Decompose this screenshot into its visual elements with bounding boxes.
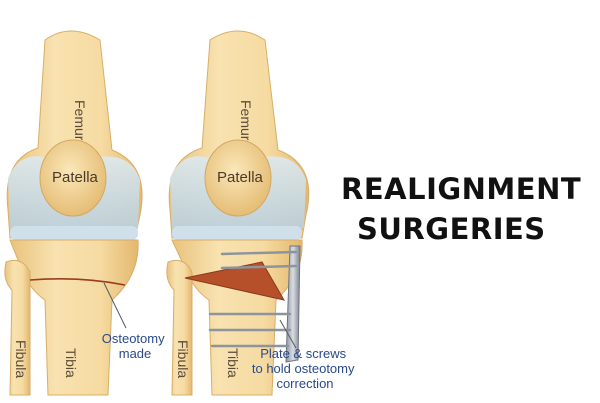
right-knee: Femur Patella Fibula Tibia Plate & screw… [166, 30, 358, 396]
screw [220, 264, 298, 270]
right-annotation-leader [279, 319, 297, 349]
right-annotation: Plate & screws to hold osteotomy correct… [252, 346, 358, 391]
left-knee: Femur Patella Fibula Tibia Osteotomy mad… [4, 30, 168, 396]
left-patella [39, 139, 107, 217]
right-tibia-label: Tibia [225, 348, 241, 378]
right-screws [208, 250, 298, 348]
right-osteotomy-wedge [184, 261, 286, 301]
right-meniscus [172, 226, 302, 240]
left-tibia-label: Tibia [63, 348, 79, 378]
title-line-1: REALIGNMENT [341, 172, 582, 206]
right-plate [285, 245, 301, 363]
left-osteotomy-line [29, 277, 126, 286]
left-fibula [4, 259, 31, 396]
left-fibula-label: Fibula [13, 340, 29, 378]
right-patella-label: Patella [217, 169, 264, 186]
title-line-2: SURGERIES [357, 212, 546, 246]
left-patella-label: Patella [52, 169, 99, 186]
right-femur-label: Femur [238, 100, 254, 141]
right-fibula [166, 259, 193, 396]
left-annotation-leader [103, 282, 127, 329]
right-fibula-label: Fibula [175, 340, 191, 378]
left-annotation: Osteotomy made [102, 331, 168, 361]
left-meniscus [10, 226, 138, 240]
left-femur-label: Femur [72, 100, 88, 141]
screw [220, 250, 298, 256]
right-patella [204, 139, 272, 217]
